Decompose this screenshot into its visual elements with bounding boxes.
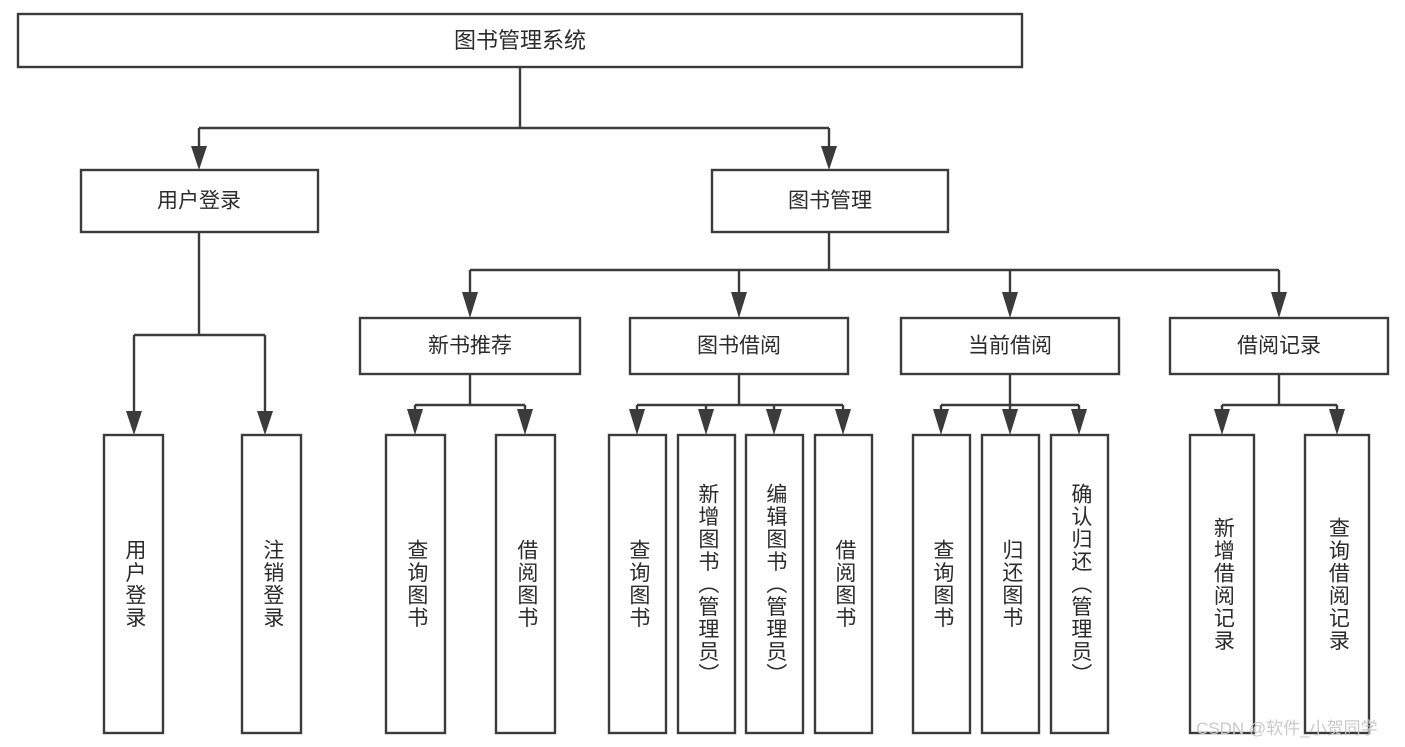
node-user-login-box[interactable] [79, 168, 320, 234]
arrow-head-icon [1214, 409, 1230, 435]
arrow-head-icon [766, 409, 782, 435]
leaf-label-book-borrow-3: 借阅图书 [832, 539, 856, 629]
arrow-head-icon [629, 409, 645, 435]
leaf-boxes-borrow-record [1188, 433, 1371, 735]
arrow-head-icon [1329, 409, 1345, 435]
node-new-book-recommend[interactable]: 新书推荐 [358, 316, 582, 376]
leaf-label-borrow-record-1: 查询借阅记录 [1326, 516, 1350, 652]
arrow-head-icon [698, 409, 714, 435]
leaf-box-current-borrow-2[interactable] [1049, 433, 1110, 735]
leaf-label-user-login-0: 用户登录 [122, 539, 146, 629]
leaf-box-book-borrow-1[interactable] [676, 433, 737, 735]
leaf-label-user-login-1: 注销登录 [260, 539, 284, 629]
connector-group-root [191, 67, 837, 170]
leaf-label-book-borrow-2: 编辑图书（管理员） [763, 482, 787, 686]
arrow-head-icon [835, 409, 851, 435]
arrow-head-icon [731, 292, 747, 318]
node-borrow-record[interactable]: 借阅记录 [1168, 316, 1390, 376]
arrow-head-icon [126, 411, 142, 435]
leaf-label-book-borrow-0: 查询图书 [626, 539, 650, 629]
node-user-login[interactable]: 用户登录 [79, 168, 320, 234]
node-book-borrow[interactable]: 图书借阅 [628, 316, 850, 376]
node-borrow-record-box[interactable] [1168, 316, 1390, 376]
connector-group-current-borrow [933, 374, 1087, 435]
node-borrow-record-label: 借阅记录 [1237, 335, 1321, 358]
node-new-book-recommend-label: 新书推荐 [428, 335, 512, 358]
node-root[interactable]: 图书管理系统 [16, 12, 1024, 69]
connector-group-book-management [462, 232, 1287, 318]
arrow-head-icon [191, 146, 207, 170]
leaf-label-current-borrow-1: 归还图书 [999, 539, 1023, 629]
leaf-box-book-borrow-3[interactable] [813, 433, 874, 735]
arrow-head-icon [1002, 292, 1018, 318]
connector-group-user-login [126, 232, 273, 435]
leaf-boxes-new-book-recommend [384, 433, 557, 735]
leaf-box-current-borrow-1[interactable] [980, 433, 1041, 735]
node-root-box[interactable] [16, 12, 1024, 69]
leaf-box-borrow-record-0[interactable] [1188, 433, 1256, 735]
leaf-box-new-book-0[interactable] [384, 433, 447, 735]
connector-group-borrow-record [1214, 374, 1345, 435]
leaf-label-new-book-1: 借阅图书 [514, 539, 538, 629]
node-book-borrow-box[interactable] [628, 316, 850, 376]
leaf-label-current-borrow-2: 确认归还（管理员） [1068, 482, 1092, 686]
leaf-box-book-borrow-0[interactable] [607, 433, 668, 735]
arrow-head-icon [1002, 409, 1018, 435]
connector-group-book-borrow [629, 374, 851, 435]
node-book-management-box[interactable] [710, 168, 950, 234]
leaf-box-user-login-1[interactable] [240, 433, 303, 735]
arrow-head-icon [933, 409, 949, 435]
node-current-borrow-label: 当前借阅 [968, 335, 1052, 358]
node-book-management-label: 图书管理 [788, 190, 872, 213]
leaf-box-borrow-record-1[interactable] [1303, 433, 1371, 735]
node-current-borrow[interactable]: 当前借阅 [899, 316, 1121, 376]
leaf-boxes-book-borrow [607, 433, 874, 735]
arrow-head-icon [407, 409, 423, 435]
leaf-box-current-borrow-0[interactable] [911, 433, 972, 735]
connector-group-new-book [407, 374, 533, 435]
leaf-label-book-borrow-1: 新增图书（管理员） [695, 482, 719, 686]
node-book-borrow-label: 图书借阅 [697, 335, 781, 358]
leaf-boxes-current-borrow [911, 433, 1110, 735]
arrow-head-icon [257, 411, 273, 435]
node-current-borrow-box[interactable] [899, 316, 1121, 376]
leaf-box-user-login-0[interactable] [102, 433, 165, 735]
leaf-label-current-borrow-0: 查询图书 [930, 539, 954, 629]
node-book-management[interactable]: 图书管理 [710, 168, 950, 234]
arrow-head-icon [1271, 292, 1287, 318]
leaf-box-book-borrow-2[interactable] [744, 433, 805, 735]
node-user-login-label: 用户登录 [157, 190, 241, 213]
leaf-boxes-user-login [102, 433, 303, 735]
leaf-box-new-book-1[interactable] [494, 433, 557, 735]
leaf-label-new-book-0: 查询图书 [404, 539, 428, 629]
arrow-head-icon [821, 146, 837, 170]
leaf-label-borrow-record-0: 新增借阅记录 [1211, 516, 1235, 652]
arrow-head-icon [1071, 409, 1087, 435]
node-root-label: 图书管理系统 [454, 28, 586, 53]
node-new-book-recommend-box[interactable] [358, 316, 582, 376]
arrow-head-icon [517, 409, 533, 435]
watermark-text: CSDN @软件_小贺同学 [1196, 719, 1378, 738]
arrow-head-icon [462, 292, 478, 318]
